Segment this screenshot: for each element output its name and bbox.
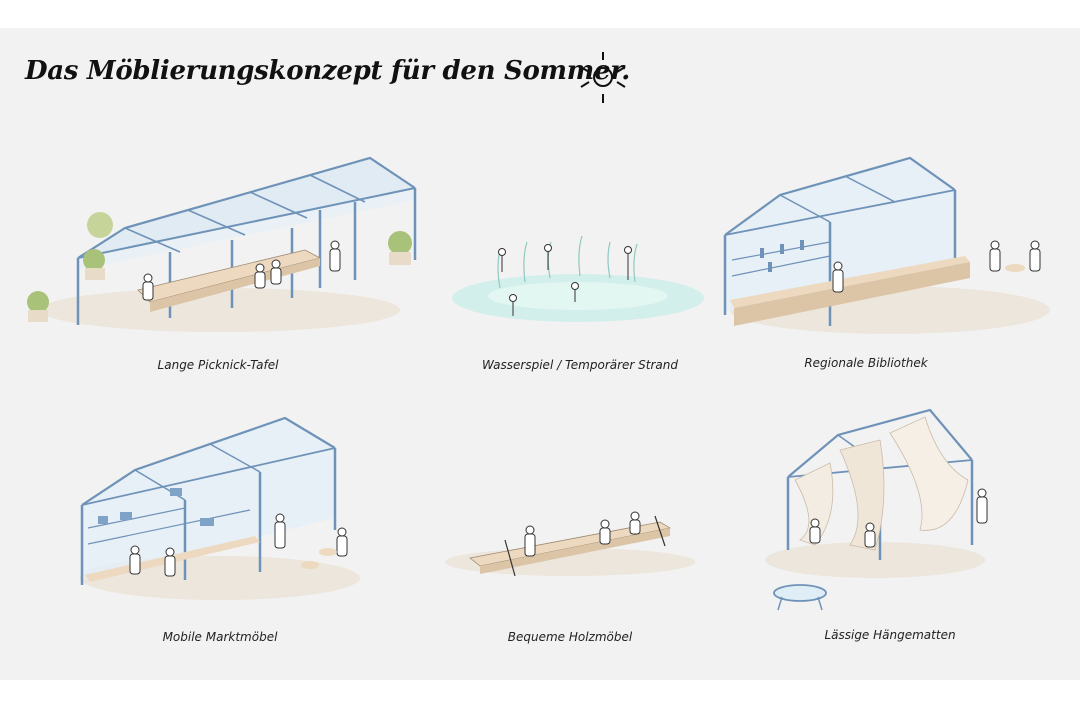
library-tent-illustration (723, 156, 1050, 334)
panel-library: Regionale Bibliothek (720, 150, 1060, 380)
panel-market-furniture: Mobile Marktmöbel (70, 410, 370, 655)
picnic-tent-illustration (27, 156, 417, 332)
hammock-tent-illustration (765, 408, 988, 611)
panel-hammocks: Lässige Hängematten (740, 405, 1040, 650)
caption-market-furniture: Mobile Marktmöbel (162, 630, 278, 644)
panel-water-play: Wasserspiel / Temporärer Strand (430, 200, 730, 380)
wooden-bench-illustration (445, 511, 695, 577)
panel-picnic-table: Lange Picknick-Tafel (20, 140, 420, 372)
caption-wooden-furniture: Bequeme Holzmöbel (507, 630, 633, 644)
market-tent-illustration (80, 416, 360, 600)
caption-library: Regionale Bibliothek (804, 356, 928, 370)
water-play-illustration (452, 235, 704, 322)
caption-hammocks: Lässige Hängematten (824, 628, 956, 642)
sun-icon (580, 52, 626, 103)
caption-water-play: Wasserspiel / Temporärer Strand (481, 358, 679, 372)
caption-picnic-table: Lange Picknick-Tafel (157, 358, 279, 372)
panel-wooden-furniture: Bequeme Holzmöbel (420, 500, 720, 655)
plant-icon (27, 212, 412, 322)
page-title: Das Möblierungskonzept für den Sommer. (25, 56, 630, 86)
